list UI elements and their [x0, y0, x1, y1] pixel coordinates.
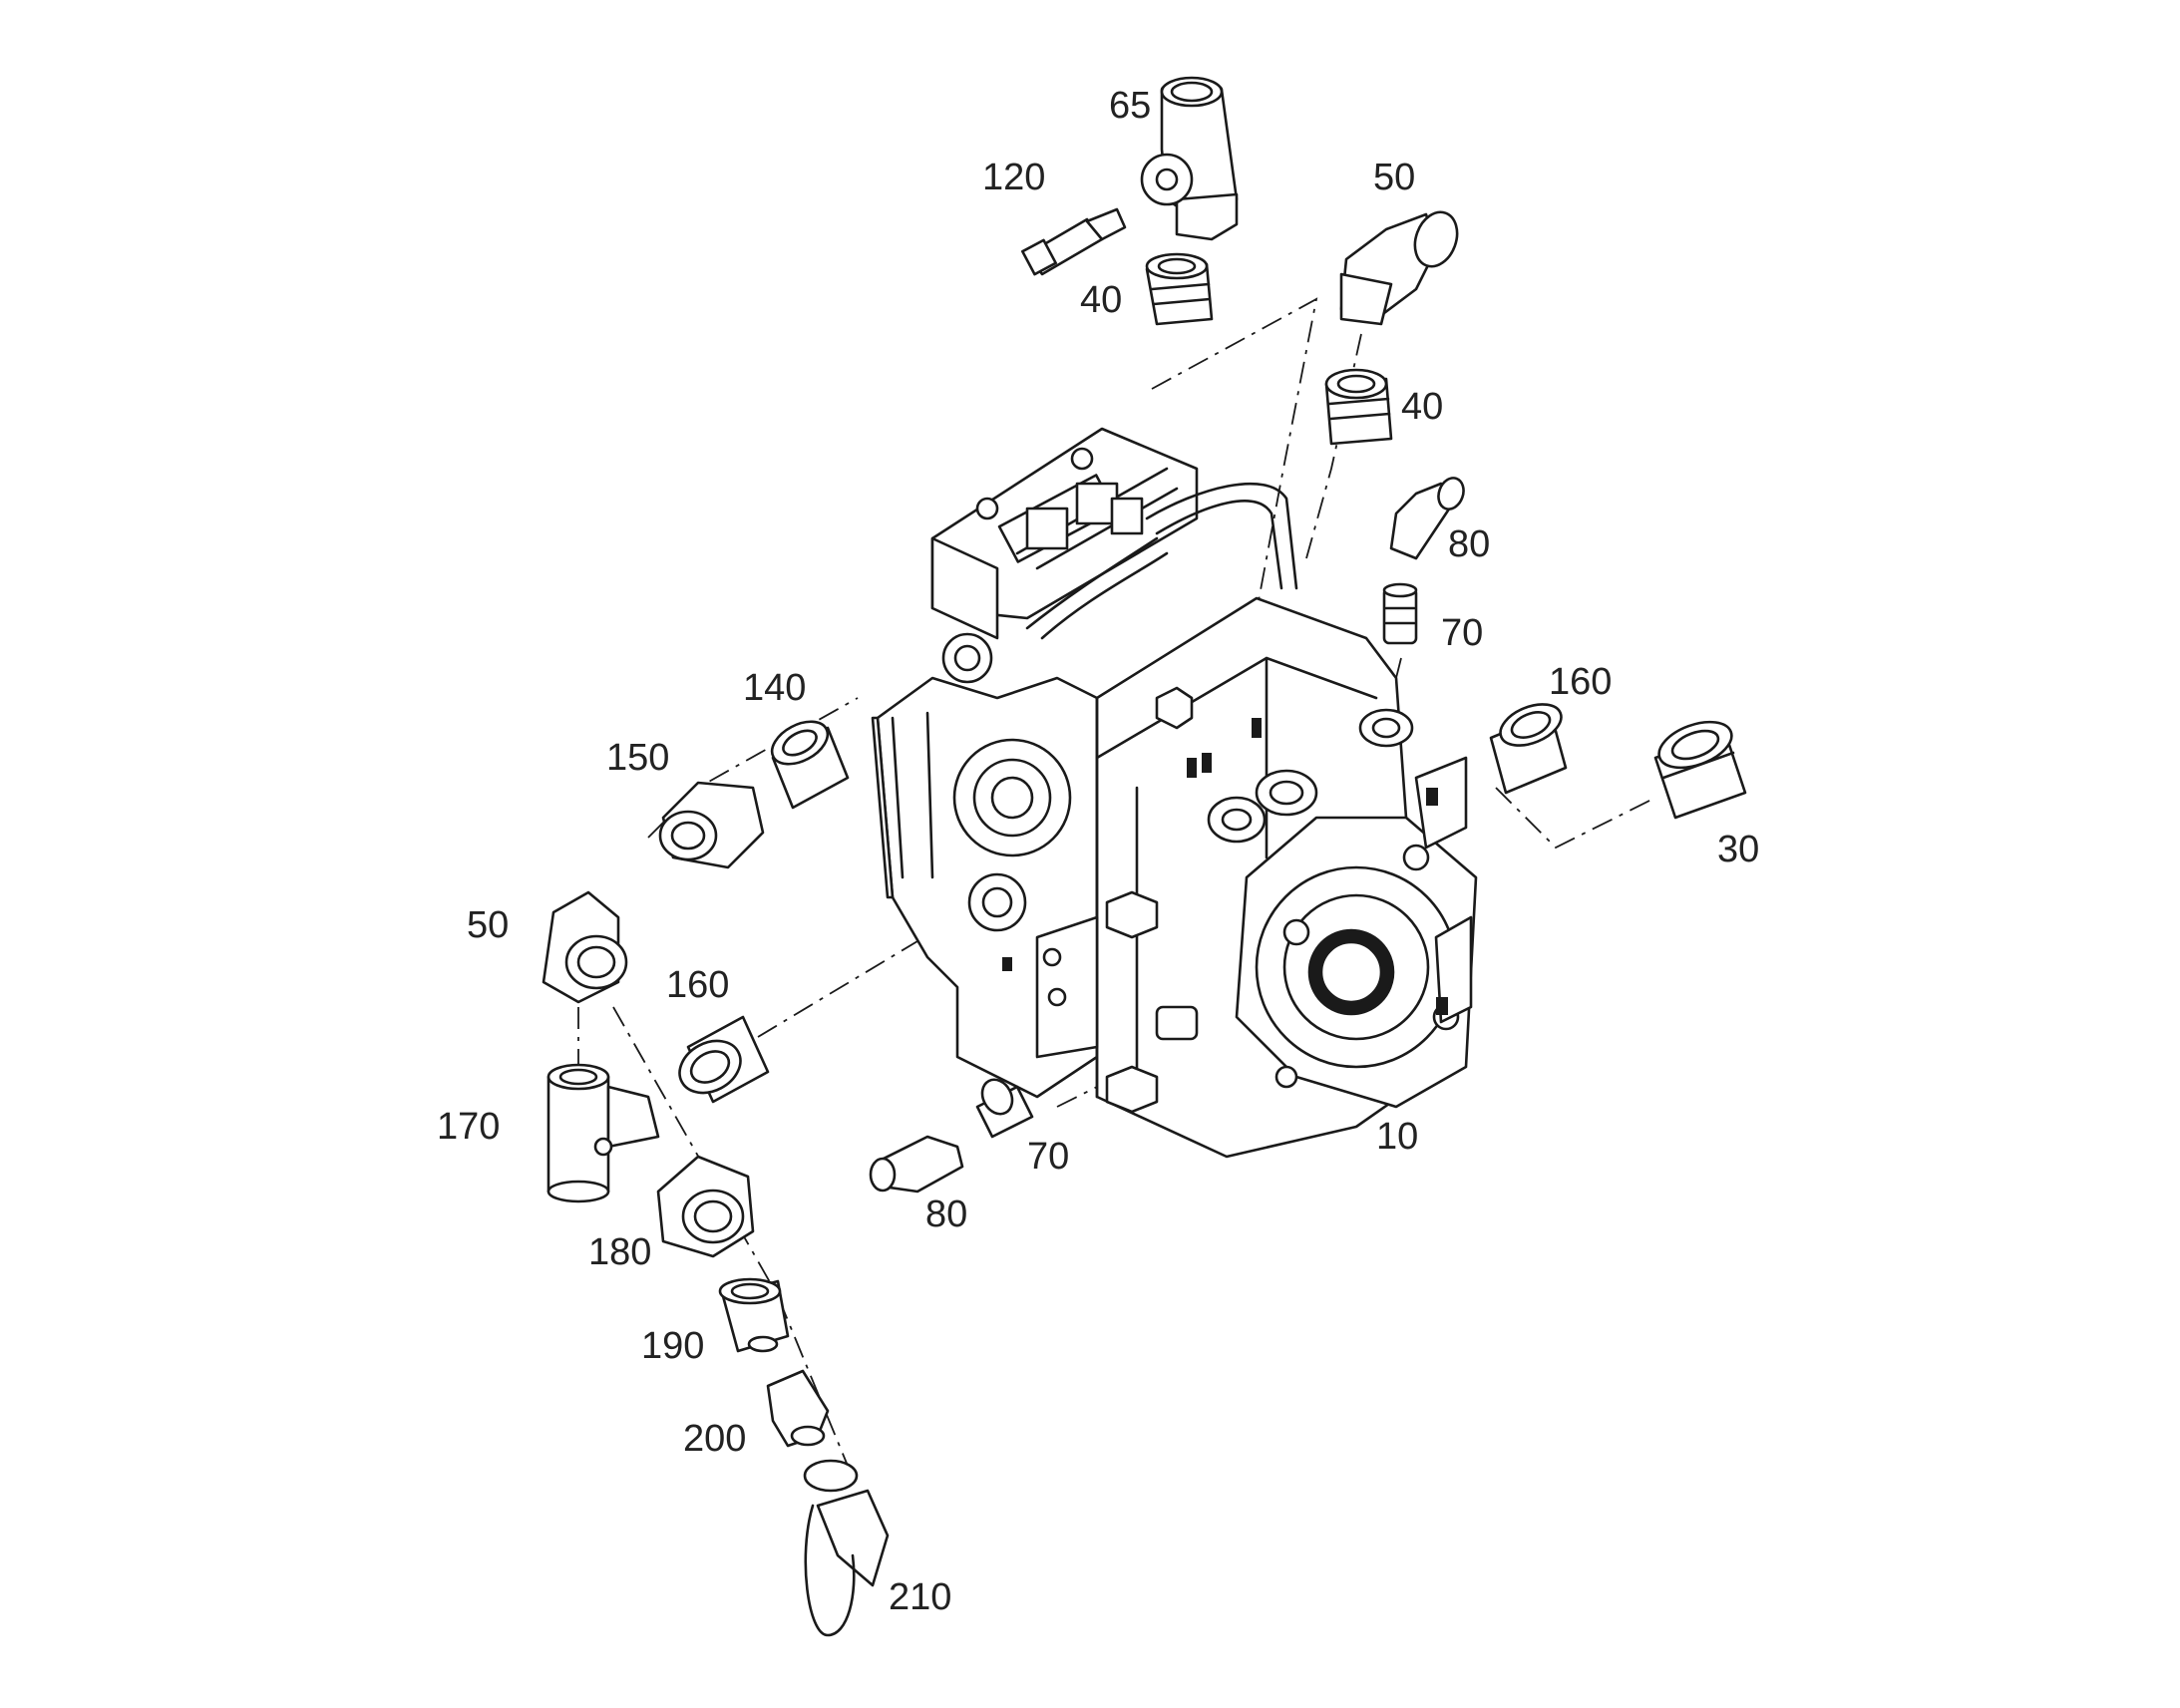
part-120-sensor — [1021, 207, 1127, 276]
part-40-top-adapter — [1145, 252, 1214, 326]
part-40-right-adapter — [1324, 368, 1393, 446]
callout-labels: 65 120 40 50 40 80 70 160 30 140 150 50 … — [437, 85, 1759, 1618]
callout-30: 30 — [1717, 829, 1759, 870]
part-150-nut — [658, 781, 765, 869]
part-160-left-adapter — [678, 1015, 770, 1104]
part-210-dust-cap — [803, 1459, 890, 1637]
part-30-plug — [1653, 720, 1747, 820]
callout-140: 140 — [743, 667, 806, 709]
callout-40-top: 40 — [1080, 279, 1122, 321]
callout-65: 65 — [1109, 85, 1151, 127]
callout-170: 170 — [437, 1106, 500, 1148]
part-160-right-adapter — [1489, 703, 1568, 795]
callout-70-right: 70 — [1441, 612, 1483, 654]
callout-160-left: 160 — [666, 964, 729, 1006]
part-70-right-nipple — [1382, 582, 1418, 645]
callout-50-left: 50 — [467, 904, 509, 946]
part-80-right-elbow — [1389, 477, 1465, 560]
part-50-left-elbow — [542, 890, 628, 1004]
callout-40-right: 40 — [1401, 386, 1443, 428]
callout-180: 180 — [588, 1231, 651, 1273]
callout-190: 190 — [641, 1325, 704, 1367]
part-140-adapter — [770, 720, 850, 810]
part-190-adapter — [718, 1277, 790, 1353]
callout-80-right: 80 — [1448, 523, 1490, 565]
part-170-tee — [546, 1063, 660, 1203]
callout-70-bottom: 70 — [1027, 1136, 1069, 1178]
callout-210: 210 — [889, 1576, 951, 1618]
callout-50-top: 50 — [1373, 157, 1415, 198]
callout-10: 10 — [1376, 1116, 1418, 1158]
part-70-bottom-nipple — [975, 1078, 1034, 1139]
callout-200: 200 — [683, 1418, 746, 1460]
callout-80-bottom: 80 — [925, 1194, 967, 1235]
part-80-bottom-elbow — [869, 1135, 964, 1194]
part-200-coupling — [766, 1369, 830, 1448]
pump-housing — [871, 427, 1478, 1159]
part-65-elbow — [1140, 76, 1239, 241]
callout-120: 120 — [982, 157, 1045, 198]
part-50-top-elbow — [1339, 210, 1459, 326]
part-180-nut — [656, 1155, 755, 1258]
callout-150: 150 — [606, 737, 669, 779]
callout-160-right: 160 — [1549, 661, 1612, 703]
